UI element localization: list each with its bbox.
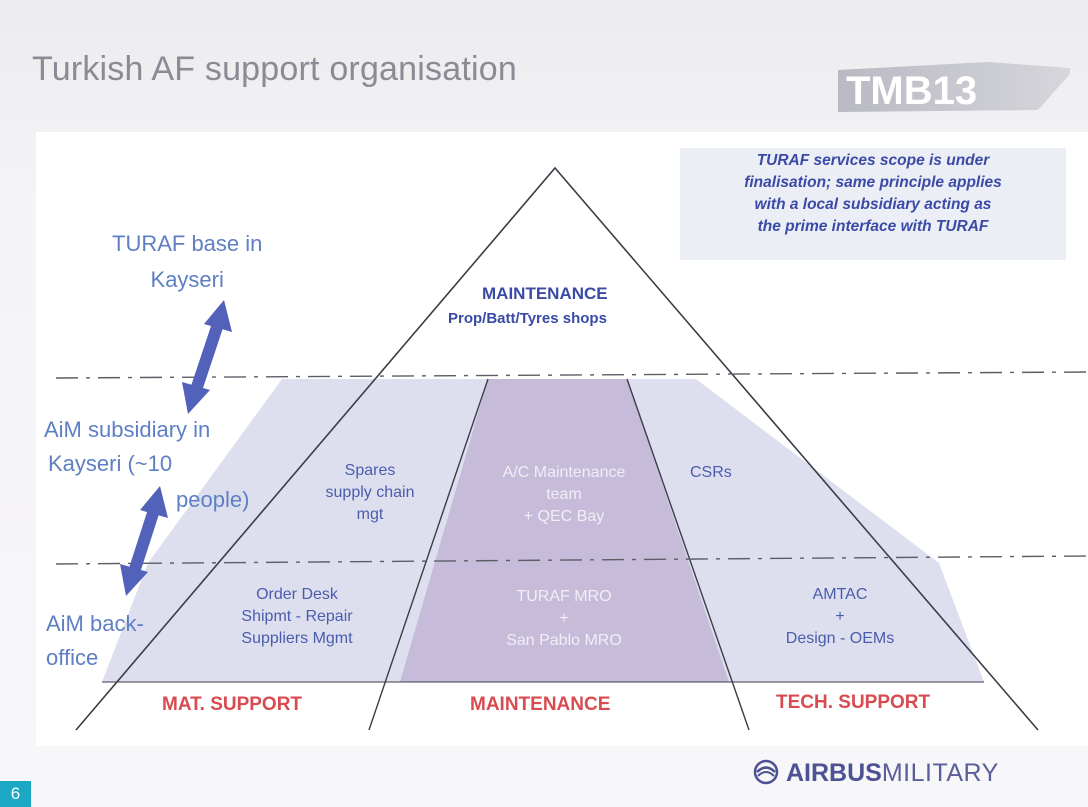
pyramid-upper-region [282,196,696,379]
scope-note-text: TURAF services scope is under finalisati… [744,152,1002,235]
pyramid-outline [75,166,1039,731]
ac-maintenance-team-cell: A/C Maintenance team + QEC Bay [502,464,626,525]
turaf-base-label: TURAF base in Kayseri [112,231,263,292]
left-divider-line [368,378,489,731]
airbus-brand-text: AIRBUS [786,759,882,787]
airbus-swirl-icon [753,759,779,785]
scope-note-box [680,148,1066,260]
spares-supply-chain-cell: Spares supply chain mgt [325,462,415,523]
maintenance-bottom-label: MAINTENANCE [470,694,611,715]
bottom-label-strip [76,682,1076,732]
mat-support-label: MAT. SUPPORT [162,694,303,715]
maintenance-column [400,379,729,682]
lower-dashdot-separator [55,555,1088,565]
subsidiary-label-line1: AiM subsidiary in [44,417,211,442]
svg-text:TMB13: TMB13 [846,69,977,113]
military-brand-text: MILITARY [881,759,999,787]
csrs-cell: CSRs [690,464,732,481]
subsidiary-label-line2: Kayseri (~10 [48,451,173,476]
apex-maintenance-title: MAINTENANCE [482,284,608,303]
apex-shops-subtitle: Prop/Batt/Tyres shops [448,310,607,327]
right-divider-line [626,378,750,731]
subsidiary-label-line3: people) [176,487,250,512]
slide-title: Turkish AF support organisation [32,50,517,88]
order-desk-cell: Order Desk Shipmt - Repair Suppliers Mgm… [241,586,353,647]
backoffice-label-line2: office [46,645,99,670]
tech-support-label: TECH. SUPPORT [776,692,931,713]
page-number: 6 [0,781,31,807]
tmb13-logo: TMB13 [838,40,1070,118]
arrow-subsidiary-to-backoffice [120,486,168,596]
upper-dashdot-separator [55,371,1088,379]
airbus-military-logo: AIRBUSMILITARY [752,759,999,788]
turaf-mro-cell: TURAF MRO + San Pablo MRO [506,588,622,649]
arrow-base-to-subsidiary [182,300,232,414]
amtac-design-cell: AMTAC + Design - OEMs [785,586,895,647]
backoffice-label-line1: AiM back- [46,611,144,636]
